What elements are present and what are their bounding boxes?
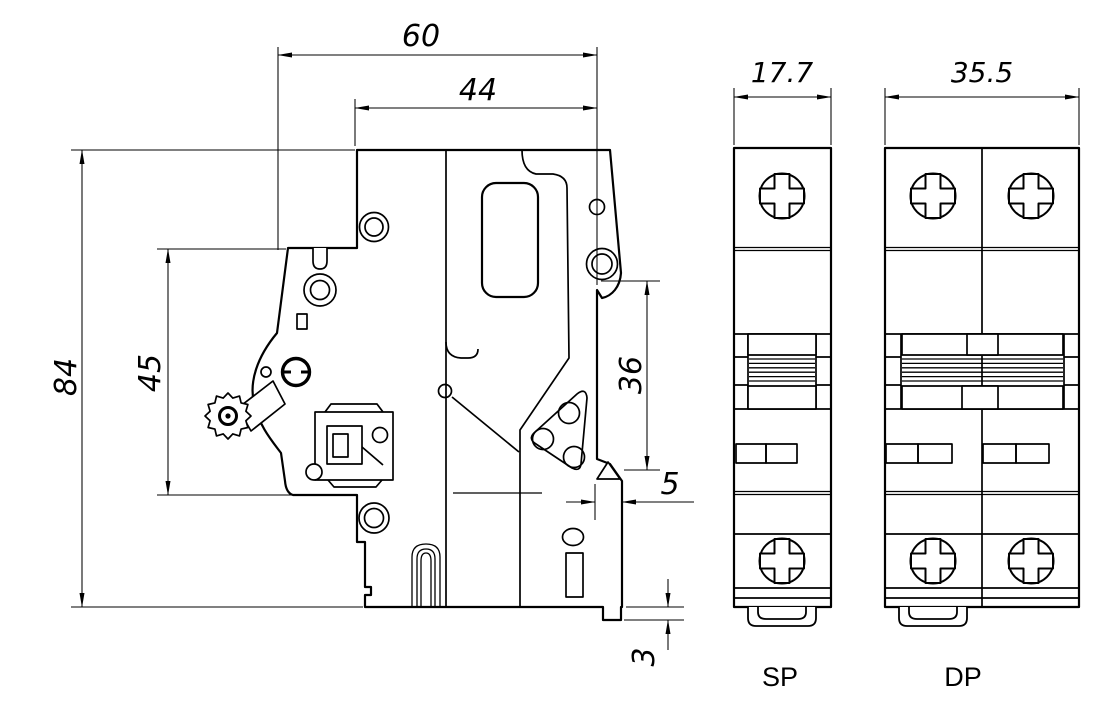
toggle-lever <box>204 356 312 440</box>
mechanism-block <box>305 403 394 488</box>
dim-sp-width-value: 17.7 <box>751 56 814 89</box>
dp-terminal-screw-bottom-right <box>1007 537 1055 585</box>
dimension-din-span: 36 <box>601 280 660 471</box>
sp-toggle-top <box>747 333 817 356</box>
dp-din-clip <box>898 606 968 627</box>
dp-tie-bar-top <box>966 333 999 356</box>
knob-hub <box>218 406 238 426</box>
dim-3-value: 3 <box>627 647 662 666</box>
dp-toggle-window <box>885 333 1079 410</box>
dimension-dp-width: 35.5 <box>884 56 1080 145</box>
rivets <box>303 198 619 534</box>
housing-details <box>296 181 621 607</box>
dp-terminal-screw-bottom-left <box>909 537 957 585</box>
dimension-height-front: 45 <box>133 248 291 496</box>
dp-terminal-screw-top-left <box>909 172 957 220</box>
sp-toggle-bottom <box>747 385 817 410</box>
dim-36-value: 36 <box>614 356 649 394</box>
din-catch-tooth <box>596 461 621 480</box>
breaker-body-outline <box>251 148 624 622</box>
sp-terminal-screw-top <box>758 172 806 220</box>
dimension-sp-width: 17.7 <box>733 56 832 145</box>
dim-5-value: 5 <box>660 467 679 502</box>
dimension-depth-total: 60 <box>277 19 598 285</box>
dp-toggle-ribs <box>902 358 1063 382</box>
vent-slot <box>296 313 308 330</box>
sp-body <box>732 146 833 609</box>
spring-clip <box>411 543 441 607</box>
side-view: 60 44 84 45 36 5 <box>49 19 694 667</box>
dp-label: DP <box>944 662 982 692</box>
sp-toggle-window <box>734 333 831 410</box>
dim-44-value: 44 <box>459 73 497 108</box>
front-view-sp: 17.7 SP <box>732 56 833 692</box>
dimension-foot: 3 <box>624 579 684 667</box>
dim-45-value: 45 <box>133 354 168 392</box>
dp-terminal-screw-top-right <box>1007 172 1055 220</box>
dimension-din-recess: 5 <box>566 467 694 520</box>
dp-rating-labels <box>885 443 1050 464</box>
pivot-screw <box>280 356 312 388</box>
rear-oval <box>561 527 585 547</box>
dp-tie-bar-bottom <box>961 385 999 410</box>
rear-slot <box>565 552 584 598</box>
sp-toggle-ribs <box>749 358 815 382</box>
lever-shaft <box>237 380 286 432</box>
sp-terminal-screw-bottom <box>758 537 806 585</box>
sp-label: SP <box>762 662 798 692</box>
front-view-dp: 35.5 DP <box>883 56 1081 692</box>
dimension-height-total: 84 <box>49 149 363 608</box>
knob-center <box>225 413 231 419</box>
dimension-depth-body: 44 <box>354 73 598 146</box>
case-seams <box>445 149 570 607</box>
label-window <box>480 181 540 299</box>
dim-84-value: 84 <box>49 358 84 396</box>
hanger-stem <box>312 248 328 270</box>
dim-60-value: 60 <box>402 19 440 54</box>
pivot-pin <box>260 366 272 378</box>
sp-rating-label <box>735 443 798 464</box>
dim-dp-width-value: 35.5 <box>951 56 1013 89</box>
sp-din-clip <box>747 606 817 627</box>
